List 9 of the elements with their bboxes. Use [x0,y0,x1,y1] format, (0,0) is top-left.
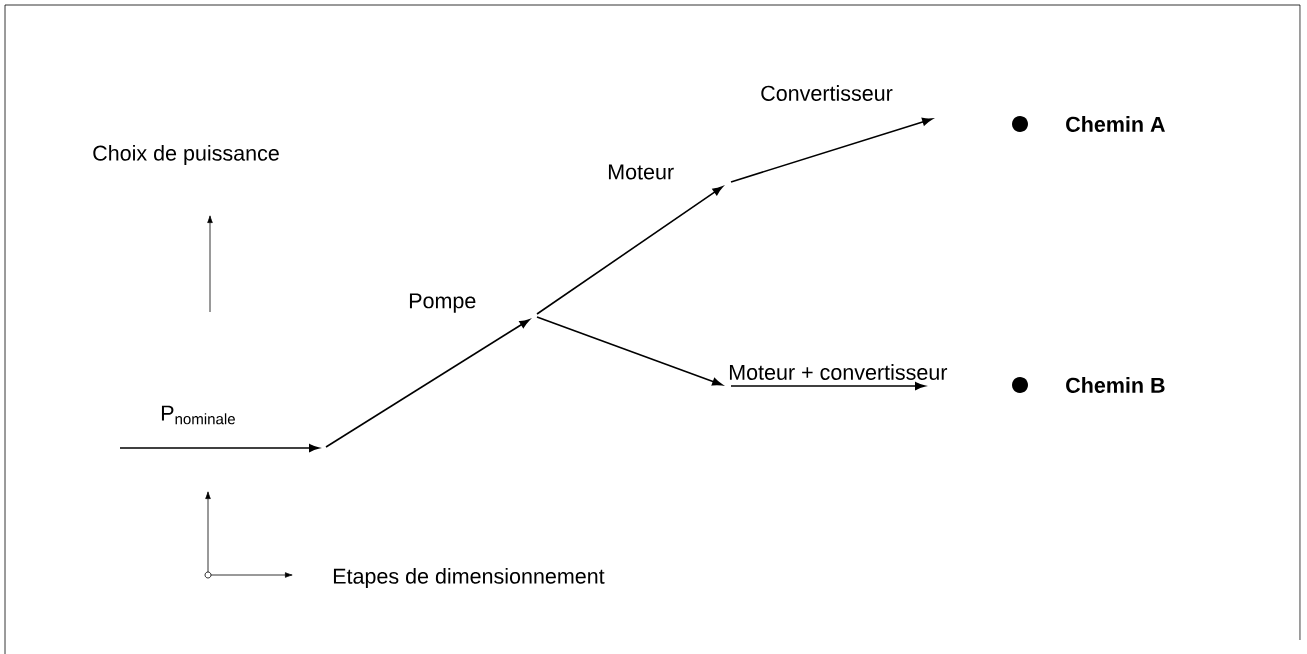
stage-label: Convertisseur [761,85,893,101]
stage-label: Pompe [409,293,476,313]
stage-label: Moteur [608,164,674,180]
stage-label: Moteur + convertisseur [729,364,948,380]
stage-label: P$_{nominale}$ [161,405,235,425]
path-label: Chemin A [1012,116,1165,132]
path-label: Chemin B [1012,377,1165,393]
axis-label: Etapes de dimensionnement [333,568,605,589]
axis-label: Choix de puissance [93,145,279,166]
